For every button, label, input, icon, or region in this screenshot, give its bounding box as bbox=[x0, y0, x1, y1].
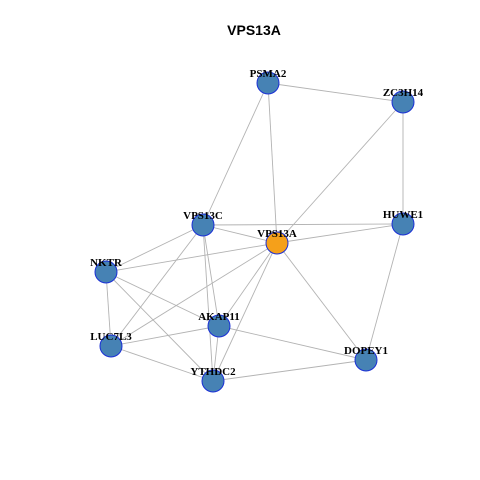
node-label-luc7l3: LUC7L3 bbox=[90, 331, 132, 343]
edge-psma2-vps13c bbox=[202, 82, 269, 226]
edge-huwe1-dopey1 bbox=[365, 223, 404, 361]
edge-vps13a-luc7l3 bbox=[110, 242, 278, 347]
node-label-ythdc2: YTHDC2 bbox=[190, 366, 236, 378]
node-vps13a: VPS13A bbox=[257, 228, 297, 255]
node-ythdc2: YTHDC2 bbox=[190, 366, 236, 393]
edge-vps13a-nktr bbox=[105, 242, 278, 273]
node-label-nktr: NKTR bbox=[90, 257, 123, 269]
edge-vps13c-ythdc2 bbox=[202, 224, 214, 382]
edge-vps13c-vps13a bbox=[202, 224, 278, 244]
edge-psma2-zc3h14 bbox=[267, 82, 404, 103]
node-dopey1: DOPEY1 bbox=[344, 345, 388, 372]
edge-vps13c-huwe1 bbox=[202, 223, 404, 226]
node-luc7l3: LUC7L3 bbox=[90, 331, 132, 358]
edge-vps13a-dopey1 bbox=[276, 242, 367, 361]
node-akap11: AKAP11 bbox=[198, 311, 240, 338]
node-vps13c: VPS13C bbox=[183, 210, 223, 237]
edge-luc7l3-ythdc2 bbox=[110, 345, 214, 382]
node-circle-dopey1 bbox=[354, 348, 378, 372]
node-label-zc3h14: ZC3H14 bbox=[383, 87, 424, 99]
node-label-vps13c: VPS13C bbox=[183, 210, 223, 222]
node-huwe1: HUWE1 bbox=[383, 209, 423, 236]
node-circle-psma2 bbox=[256, 71, 280, 95]
node-label-vps13a: VPS13A bbox=[257, 228, 297, 240]
node-zc3h14: ZC3H14 bbox=[383, 87, 424, 114]
node-nktr: NKTR bbox=[90, 257, 123, 284]
node-circle-nktr bbox=[94, 260, 118, 284]
edge-nktr-akap11 bbox=[105, 271, 220, 327]
edge-layer bbox=[105, 82, 404, 382]
node-label-akap11: AKAP11 bbox=[198, 311, 240, 323]
edge-ythdc2-dopey1 bbox=[212, 359, 367, 382]
edge-vps13a-akap11 bbox=[218, 242, 278, 327]
node-circle-zc3h14 bbox=[391, 90, 415, 114]
node-circle-huwe1 bbox=[391, 212, 415, 236]
diagram-title: VPS13A bbox=[227, 22, 281, 38]
edge-vps13c-akap11 bbox=[202, 224, 220, 327]
node-psma2: PSMA2 bbox=[250, 68, 287, 95]
edge-vps13a-huwe1 bbox=[276, 223, 404, 244]
node-circle-vps13c bbox=[191, 213, 215, 237]
node-circle-akap11 bbox=[207, 314, 231, 338]
edge-nktr-ythdc2 bbox=[105, 271, 214, 382]
node-circle-ythdc2 bbox=[201, 369, 225, 393]
edge-vps13a-ythdc2 bbox=[212, 242, 278, 382]
edge-nktr-luc7l3 bbox=[105, 271, 112, 347]
edge-vps13c-nktr bbox=[105, 224, 204, 273]
edge-akap11-dopey1 bbox=[218, 325, 367, 361]
node-label-huwe1: HUWE1 bbox=[383, 209, 423, 221]
node-label-psma2: PSMA2 bbox=[250, 68, 287, 80]
edge-vps13c-luc7l3 bbox=[110, 224, 204, 347]
node-circle-vps13a bbox=[265, 231, 289, 255]
node-label-dopey1: DOPEY1 bbox=[344, 345, 388, 357]
edge-akap11-luc7l3 bbox=[110, 325, 220, 347]
edge-zc3h14-vps13a bbox=[276, 101, 404, 244]
node-circle-luc7l3 bbox=[99, 334, 123, 358]
edge-psma2-vps13a bbox=[267, 82, 278, 244]
